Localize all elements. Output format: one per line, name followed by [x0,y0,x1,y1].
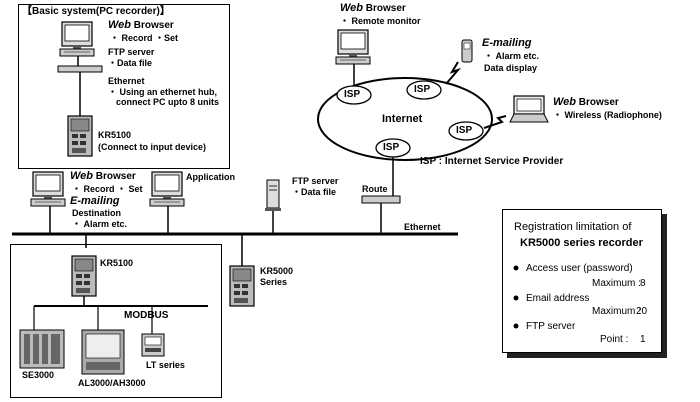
modbus-kr5100-icon [71,255,97,297]
lan-web-browser: Web Browser [70,170,136,183]
isp-node [448,121,484,141]
basic-ethernet-desc1: ・ Using an ethernet hub, [108,87,218,97]
lan-pc1-icon [30,171,66,207]
web-label: Web [340,2,364,14]
lan-ftp-server: FTP server [292,176,339,186]
browser-label: Browser [363,3,406,14]
lan-record-set: ・ Record ・ Set [72,184,143,194]
isp-node [375,138,411,158]
access-max-value: 8 [640,278,646,289]
kr5000-icon [229,265,255,307]
ftp-server-label: FTP server [526,321,576,332]
laptop-icon [509,95,549,123]
bullet [513,323,519,329]
browser-label: Browser [576,97,619,108]
bullet [513,295,519,301]
registration-box [502,209,662,353]
isp-label: ISP [414,84,431,95]
lan-application: Application [186,172,235,182]
bullet [513,265,519,271]
basic-ethernet-desc2: connect PC upto 8 units [116,97,220,107]
registration-title2: KR5000 series recorder [520,237,643,249]
lan-pc2-icon [149,171,185,207]
remote-pc-icon [335,29,371,65]
mailing-line1: ・ Alarm etc. [484,51,540,61]
remote-web-browser: Web Browser [340,2,406,15]
mailing-line2: Data display [484,63,538,73]
lan-alarm: ・ Alarm etc. [72,219,128,229]
modbus-label: MODBUS [124,310,169,321]
remote-monitor-desc: ・ Remote monitor [340,16,421,26]
modbus-kr5100-label: KR5100 [100,258,134,268]
se3000-icon [19,329,65,369]
browser-label: Browser [131,20,174,31]
basic-data-file: ・Data file [108,58,153,68]
isp-legend: ISP : Internet Service Provider [420,156,564,167]
basic-record-set: ・ Record ・Set [110,33,179,43]
lan-email-title: E-mailing [70,195,120,207]
wireless-link-phone [445,61,462,85]
al3000-icon [81,329,125,375]
basic-ftp-server: FTP server [108,47,155,57]
basic-ethernet: Ethernet [108,76,145,86]
web-label: Web [70,170,94,182]
access-max-label: Maximum : [592,278,641,289]
web-label: Web [108,19,132,31]
email-address-label: Email address [526,293,590,304]
basic-web-browser: Web Browser [108,19,174,32]
basic-hub-icon [57,65,103,73]
lt-series-icon [141,333,165,357]
ethernet-label: Ethernet [404,222,441,232]
access-user-label: Access user (password) [526,263,633,274]
al3000-label: AL3000/AH3000 [78,378,146,388]
isp-label: ISP [456,125,473,136]
ftp-point-value: 1 [640,334,646,345]
kr5000-series-label: Series [260,277,288,287]
lt-series-label: LT series [146,360,185,370]
web-label: Web [553,96,577,108]
internet-ring [317,77,493,161]
se3000-label: SE3000 [22,370,55,380]
wireless-link-laptop [483,115,507,129]
email-max-value: 20 [636,306,648,317]
basic-kr5100: KR5100 [98,130,132,140]
lan-destination: Destination [72,208,122,218]
lan-data-file: ・Data file [292,187,337,197]
mailing-title: E-mailing [482,37,532,49]
ftp-server-icon [264,179,282,212]
ftp-point-label: Point : [600,334,629,345]
router-icon [361,195,401,204]
basic-system-box [18,4,230,169]
registration-title1: Registration limitation of [514,221,632,233]
kr5000-label: KR5000 [260,266,294,276]
internet-label: Internet [382,113,423,125]
wireless-web-browser: Web Browser [553,96,619,109]
basic-kr5100-desc: (Connect to input device) [98,142,206,152]
isp-label: ISP [344,89,361,100]
basic-system-title: 【Basic system(PC recorder)】 [22,6,170,17]
isp-node [406,80,442,100]
basic-kr5100-icon [67,115,93,157]
browser-label: Browser [93,171,136,182]
wireless-desc: ・ Wireless (Radiophone) [553,110,662,120]
router-label: Route [362,184,388,194]
isp-label: ISP [383,142,400,153]
basic-pc-icon [59,21,95,57]
email-max-label: Maximum : [592,306,641,317]
